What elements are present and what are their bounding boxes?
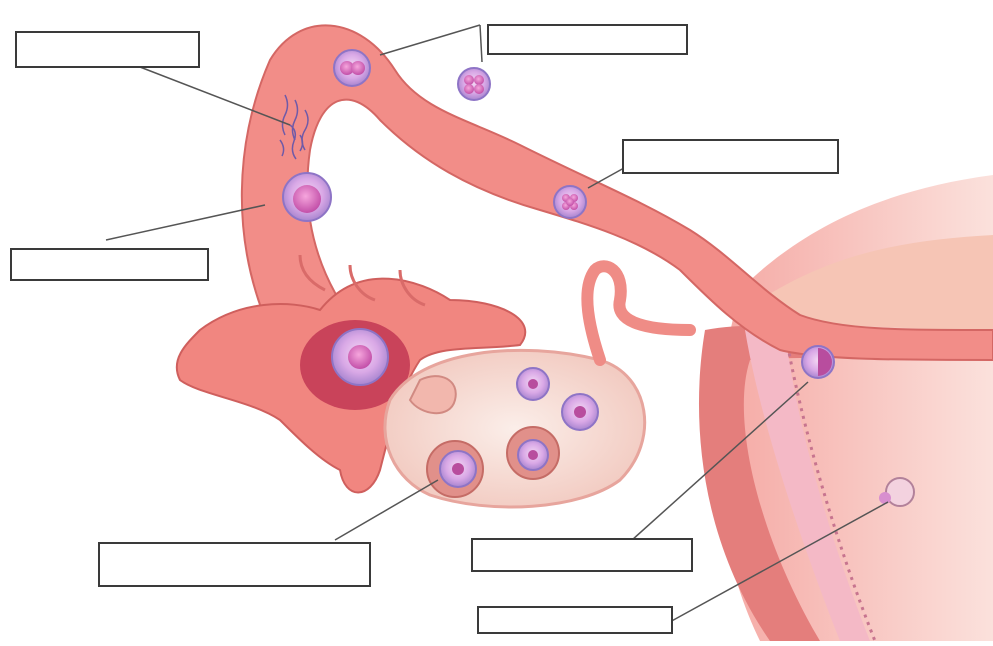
uterus — [699, 175, 993, 641]
label-morula[interactable] — [622, 139, 839, 174]
label-follicle-ovary[interactable] — [98, 542, 371, 587]
cell-zygote-upper — [334, 50, 370, 86]
cell-cleavage — [458, 68, 490, 100]
cell-morula — [554, 186, 586, 218]
cell-blastocyst — [802, 346, 834, 378]
label-blastocyst[interactable] — [471, 538, 693, 572]
label-zygote-cleavage[interactable] — [487, 24, 688, 55]
label-fertilized-egg[interactable] — [10, 248, 209, 281]
cell-ovulated-oocyte — [332, 329, 388, 385]
cell-fertilized-egg — [283, 173, 331, 221]
label-implantation[interactable] — [477, 606, 673, 634]
label-sperm-fertilization[interactable] — [15, 31, 200, 68]
